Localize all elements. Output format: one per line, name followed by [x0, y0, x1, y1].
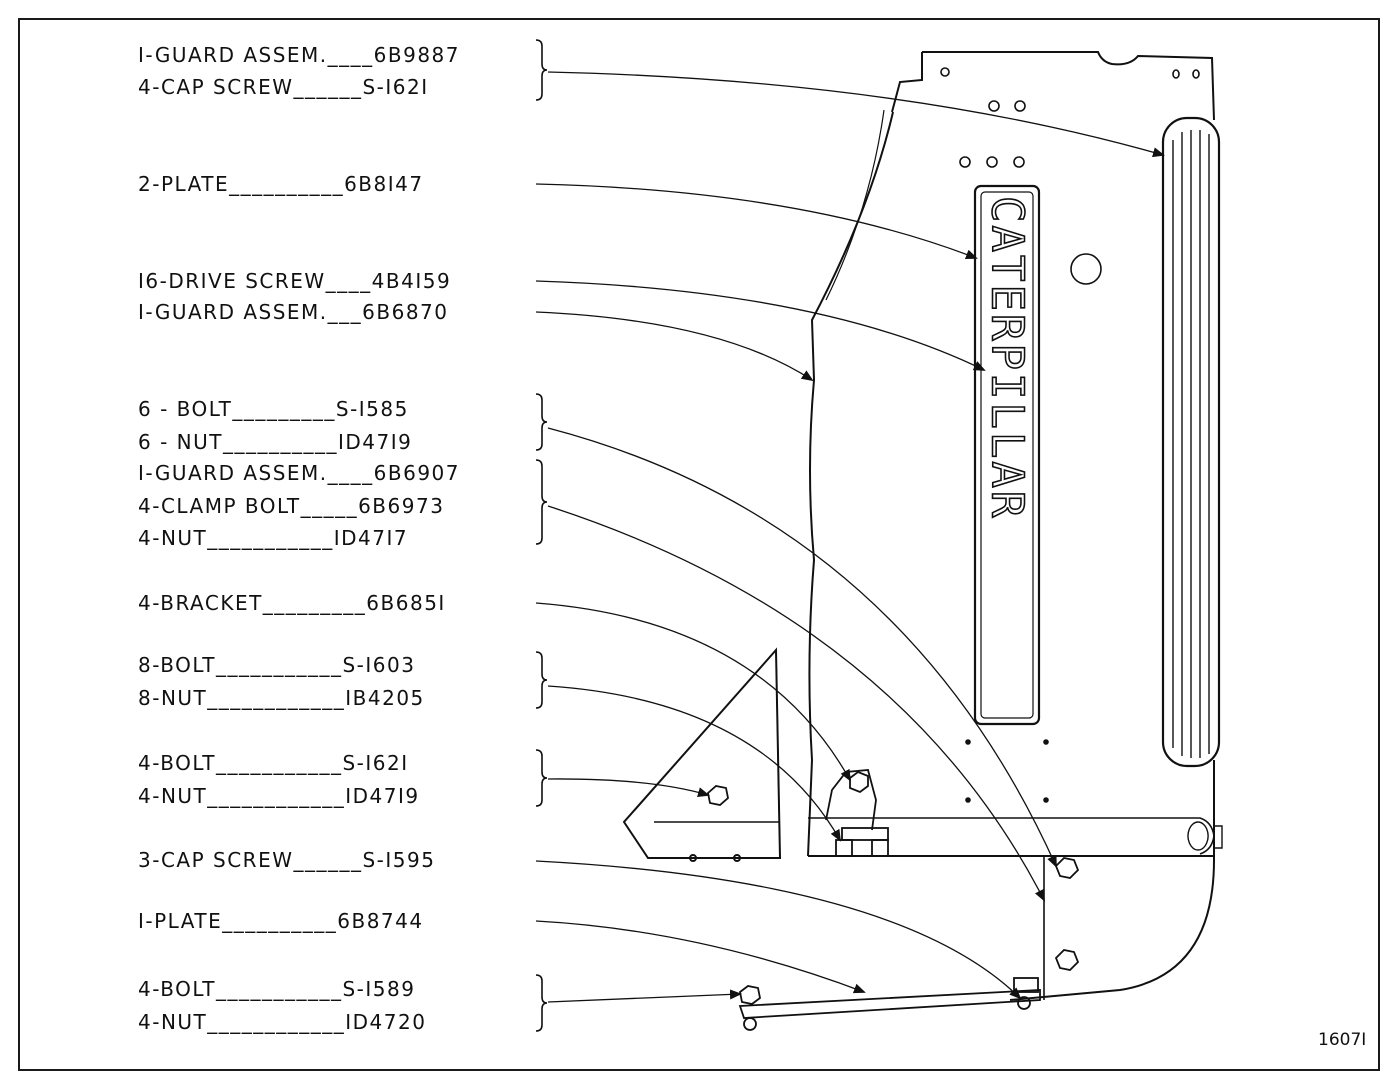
figure-number: 1607I	[1318, 1030, 1367, 1050]
callout-label-nut-1b4205: 8-NUT____________IB4205	[138, 686, 425, 710]
leader-lines	[535, 71, 1165, 1003]
callout-label-nut-1d4717: 4-NUT___________ID47I7	[138, 526, 409, 550]
callout-label-guard-assem-6b6870: I-GUARD ASSEM.___6B6870	[138, 300, 449, 324]
callout-label-cap-screw-s1621: 4-CAP SCREW______S-I62I	[138, 75, 429, 99]
rivet-holes	[940, 67, 1200, 803]
callout-label-nut-1d4719: 6 - NUT__________ID47I9	[138, 430, 413, 454]
callout-label-drive-screw-4b4159: I6-DRIVE SCREW____4B4I59	[138, 269, 452, 293]
callout-label-bolt-s1621: 4-BOLT___________S-I62I	[138, 751, 409, 775]
callout-label-clamp-bolt-6b6973: 4-CLAMP BOLT_____6B6973	[138, 494, 445, 518]
lower-plate	[738, 985, 1041, 1031]
callout-label-plate-6b8744: I-PLATE__________6B8744	[138, 909, 424, 933]
rear-bolts	[1013, 857, 1080, 1010]
callout-label-nut-1d4720: 4-NUT____________ID4720	[138, 1010, 427, 1034]
front-bracket	[622, 647, 782, 862]
callout-label-guard-assem-6b6907: I-GUARD ASSEM.____6B6907	[138, 461, 460, 485]
nameplate-text: CATERPILLAR	[982, 196, 1033, 520]
callout-label-bracket-6b6851: 4-BRACKET_________6B685I	[138, 591, 446, 615]
callout-label-bolt-s1585: 6 - BOLT_________S-I585	[138, 397, 409, 421]
callout-label-plate-6b8147: 2-PLATE__________6B8I47	[138, 172, 424, 196]
caterpillar-nameplate: CATERPILLAR	[973, 184, 1041, 726]
ribbed-step-guard	[1161, 116, 1221, 768]
bracket-bolt-cluster	[825, 769, 889, 857]
callout-label-cap-screw-s1595: 3-CAP SCREW______S-I595	[138, 848, 436, 872]
callout-label-guard-assem-6b9887: I-GUARD ASSEM.____6B9887	[138, 43, 460, 67]
callout-label-bolt-s1603: 8-BOLT___________S-I603	[138, 653, 416, 677]
fender-outline	[807, 51, 1223, 1001]
drawing-frame	[18, 18, 1380, 1071]
callout-braces	[535, 39, 548, 1032]
callout-label-bolt-s1589: 4-BOLT___________S-I589	[138, 977, 416, 1001]
callout-label-nut-1d4719-b: 4-NUT____________ID47I9	[138, 784, 420, 808]
